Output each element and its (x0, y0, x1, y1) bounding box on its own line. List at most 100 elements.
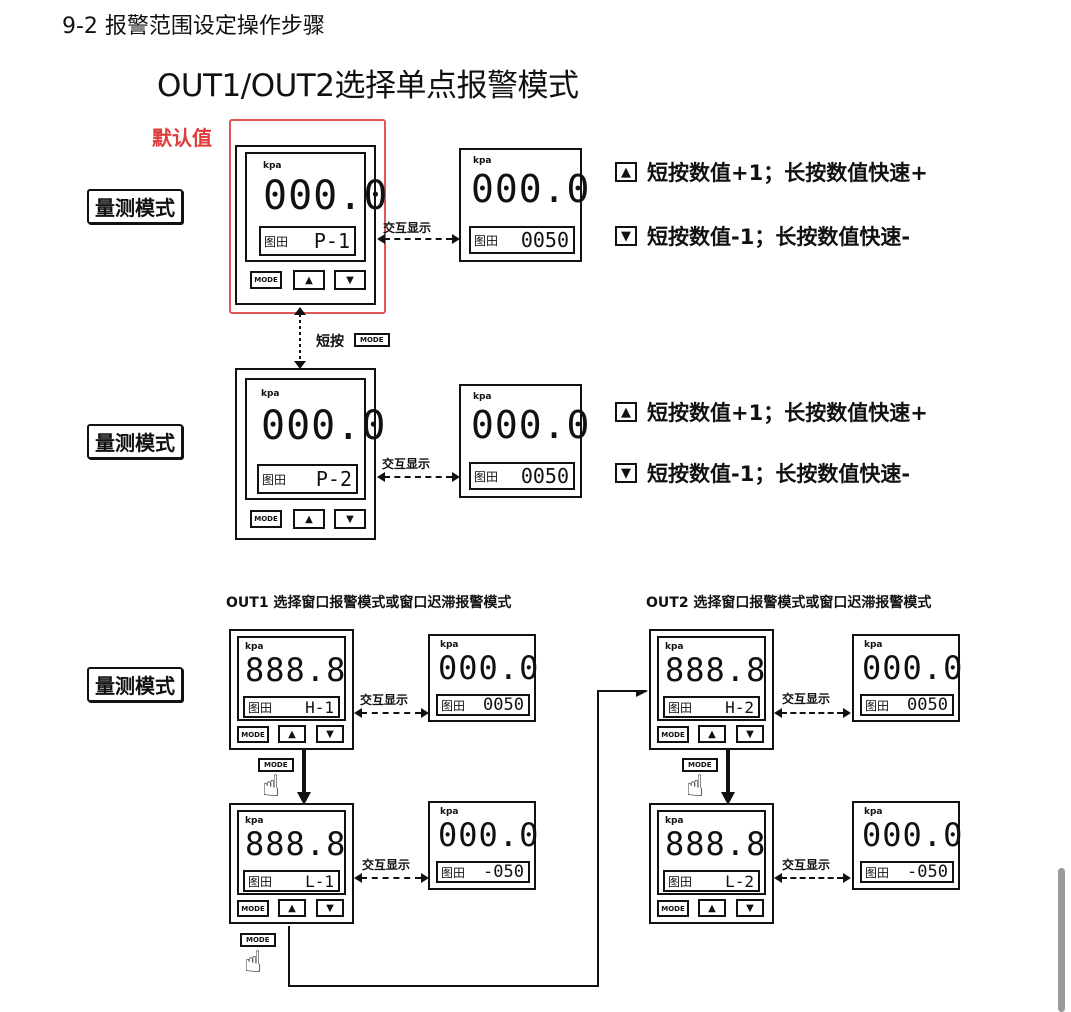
device-screen: kpa 888.8 图田 L-1 (237, 810, 346, 895)
short-press-label: 短按 (316, 334, 344, 350)
interact-label: 交互显示 (782, 858, 831, 872)
mode-chip: MODE (682, 758, 718, 772)
main-display: 000.0 (862, 649, 964, 687)
main-display: 000.0 (261, 403, 387, 449)
up-button[interactable]: ▲ (698, 899, 726, 917)
up-button[interactable]: ▲ (293, 270, 325, 290)
down-button[interactable]: ▼ (316, 899, 344, 917)
up-button[interactable]: ▲ (293, 509, 325, 529)
grid-icon: 图田 (668, 874, 693, 889)
down-button[interactable]: ▼ (334, 270, 366, 290)
arrow-left-icon (774, 708, 782, 718)
down-triangle-icon: ▼ (615, 226, 637, 246)
mode-button[interactable]: MODE (250, 271, 282, 289)
kpa-label: kpa (245, 816, 264, 826)
scrollbar[interactable] (1058, 868, 1065, 1012)
kpa-label: kpa (261, 389, 280, 399)
up-triangle-icon: ▲ (615, 162, 637, 182)
grid-icon: 图田 (264, 234, 289, 249)
up-triangle-icon: ▲ (615, 402, 637, 422)
sub-display: 图田 H-1 (243, 696, 340, 718)
down-button[interactable]: ▼ (316, 725, 344, 743)
legend-down: ▼ 短按数值-1；长按数值快速- (615, 458, 910, 488)
up-button[interactable]: ▲ (278, 725, 306, 743)
device-h2: kpa 888.8 图田 H-2 MODE ▲ ▼ (649, 629, 774, 750)
sub-display-value: H-1 (305, 697, 334, 717)
grid-icon: 图田 (668, 700, 693, 715)
sub-display-value: 0050 (907, 695, 948, 715)
mode-tag: 量测模式 (87, 424, 183, 459)
kpa-label: kpa (665, 642, 684, 652)
legend-down-text: 短按数值-1；长按数值快速- (647, 225, 911, 249)
down-button[interactable]: ▼ (736, 725, 764, 743)
legend-down: ▼ 短按数值-1；长按数值快速- (615, 221, 910, 251)
grid-icon: 图田 (441, 865, 466, 880)
legend-down-text: 短按数值-1；长按数值快速- (647, 462, 911, 486)
sub-display: 图田 -050 (436, 861, 530, 883)
sub-display: 图田 0050 (469, 462, 575, 490)
mode-button[interactable]: MODE (657, 900, 689, 917)
grid-icon: 图田 (248, 874, 273, 889)
pointing-hand-icon: ☝ (686, 769, 705, 804)
main-display: 888.8 (665, 825, 767, 863)
sub-display: 图田 P-2 (257, 464, 358, 494)
pointing-hand-icon: ☝ (244, 945, 263, 980)
kpa-label: kpa (440, 807, 459, 817)
grid-icon: 图田 (474, 469, 499, 484)
sub-display-value: L-1 (305, 871, 334, 891)
device-h1: kpa 888.8 图田 H-1 MODE ▲ ▼ (229, 629, 354, 750)
sub-display-value: P-1 (313, 229, 350, 253)
legend-up: ▲ 短按数值+1；长按数值快速+ (615, 157, 928, 187)
device-p1: kpa 000.0 图田 P-1 MODE ▲ ▼ (235, 145, 387, 305)
device-h2-value: kpa 000.0 图田 0050 (852, 634, 964, 722)
grid-icon: 图田 (248, 700, 273, 715)
sub-display: 图田 L-2 (663, 870, 760, 892)
down-button[interactable]: ▼ (334, 509, 366, 529)
mode-button[interactable]: MODE (237, 900, 269, 917)
grid-icon: 图田 (262, 472, 287, 487)
short-press-connector (294, 307, 306, 369)
sub-display-value: H-2 (725, 697, 754, 717)
up-button[interactable]: ▲ (698, 725, 726, 743)
grid-icon: 图田 (865, 865, 890, 880)
device-h1-value: kpa 000.0 图田 0050 (428, 634, 538, 722)
kpa-label: kpa (864, 807, 883, 817)
sub-display-value: -050 (483, 862, 524, 882)
device-screen: kpa 888.8 图田 H-2 (657, 636, 766, 721)
up-button[interactable]: ▲ (278, 899, 306, 917)
section-title: 9-2 报警范围设定操作步骤 (62, 14, 325, 39)
mode-tag: 量测模式 (87, 667, 183, 702)
sub-display: 图田 -050 (860, 861, 954, 883)
legend-up-text: 短按数值+1；长按数值快速+ (647, 161, 928, 185)
device-p2-value: kpa 000.0 图田 0050 (459, 384, 589, 498)
flow-connector (288, 690, 648, 987)
kpa-label: kpa (864, 640, 883, 650)
sub-display: 图田 P-1 (259, 226, 356, 256)
sub-display-value: -050 (907, 862, 948, 882)
kpa-label: kpa (263, 161, 282, 171)
mode-tag: 量测模式 (87, 189, 183, 224)
grid-icon: 图田 (865, 698, 890, 713)
down-triangle-icon: ▼ (615, 463, 637, 483)
interact-connector (361, 712, 421, 714)
main-display: 888.8 (245, 651, 347, 689)
main-display: 000.0 (471, 167, 591, 211)
sub-display: 图田 L-1 (243, 870, 340, 892)
arrow-right-icon (421, 708, 429, 718)
arrow-left-icon (354, 708, 362, 718)
arrow-left-icon (354, 873, 362, 883)
kpa-label: kpa (665, 816, 684, 826)
device-screen: kpa 000.0 图田 P-2 (245, 378, 385, 500)
device-p2: kpa 000.0 图田 P-2 MODE ▲ ▼ (235, 368, 385, 540)
main-display: 888.8 (665, 651, 767, 689)
mode-button[interactable]: MODE (237, 726, 269, 743)
interact-connector (781, 712, 843, 714)
mode-button[interactable]: MODE (250, 510, 282, 528)
default-label: 默认值 (152, 126, 212, 150)
main-display: 000.0 (438, 816, 540, 854)
mode-chip: MODE (258, 758, 294, 772)
arrow-left-icon (774, 873, 782, 883)
down-button[interactable]: ▼ (736, 899, 764, 917)
main-title: OUT1/OUT2选择单点报警模式 (157, 68, 579, 104)
mode-button[interactable]: MODE (657, 726, 689, 743)
